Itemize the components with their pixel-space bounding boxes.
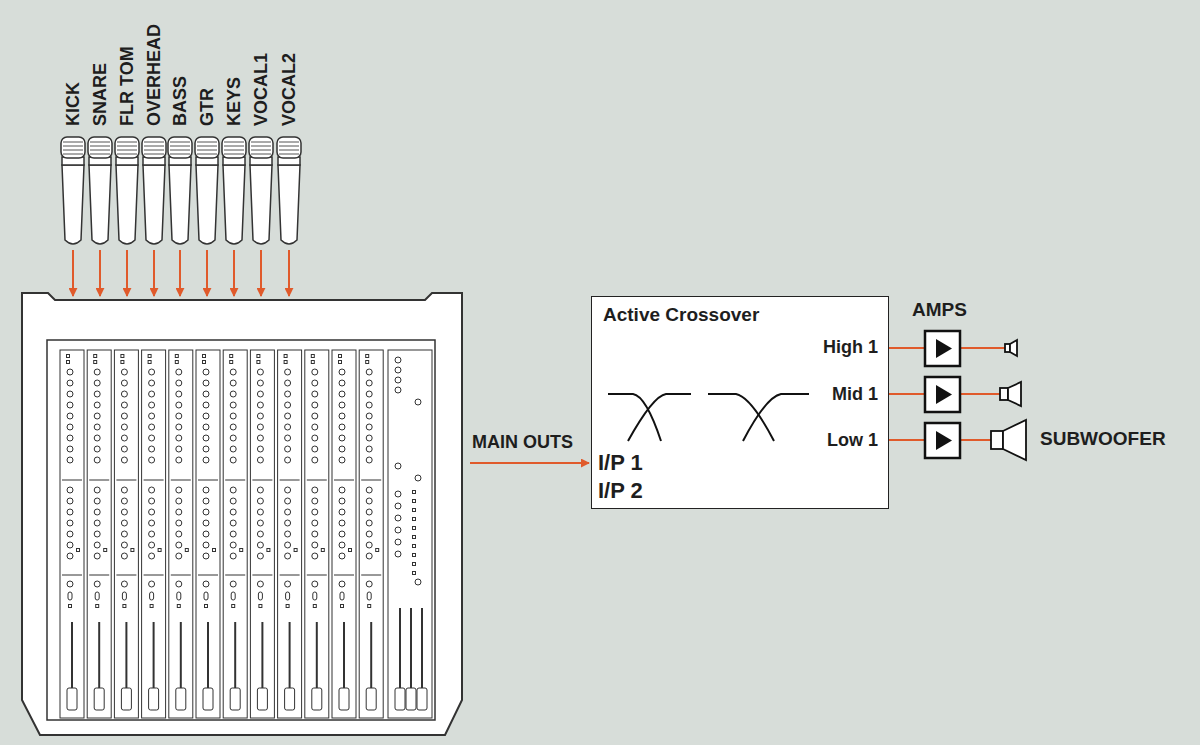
channel-label: GTR: [197, 88, 217, 126]
speaker-symbols: [991, 340, 1026, 460]
microphone: [168, 137, 192, 296]
microphone: [249, 137, 273, 296]
signal-label: MAIN OUTS: [472, 432, 573, 452]
main-out-arrow: [470, 462, 589, 464]
channel-label: VOCAL2: [279, 53, 299, 126]
output-name: Mid 1: [832, 384, 878, 405]
node-title: Active Crossover: [603, 304, 759, 326]
amplifier-triangles: [936, 339, 952, 450]
mixer-body: [22, 293, 462, 735]
channel-label: BASS: [170, 76, 190, 126]
microphones: [61, 137, 301, 296]
channel-label: SNARE: [90, 63, 110, 126]
microphone: [277, 137, 301, 296]
microphone: [115, 137, 139, 296]
microphone: [88, 137, 112, 296]
speaker-label: SUBWOOFER: [1040, 429, 1166, 449]
output-name: Low 1: [827, 430, 878, 451]
microphone: [61, 137, 85, 296]
section-label: AMPS: [912, 300, 967, 320]
output-name: High 1: [823, 337, 878, 358]
channel-label: KEYS: [224, 77, 244, 126]
input-name: I/P 2: [598, 478, 643, 503]
microphone: [222, 137, 246, 296]
microphone: [195, 137, 219, 296]
mixer-panel: [47, 340, 435, 720]
channel-label: KICK: [63, 82, 83, 126]
mixer-controls: [60, 350, 432, 718]
amplifier-symbols: [925, 331, 960, 458]
channel-label: OVERHEAD: [144, 24, 164, 126]
channel-label: VOCAL1: [251, 53, 271, 126]
input-name: I/P 1: [598, 450, 643, 475]
microphone: [142, 137, 166, 296]
channel-label: FLR TOM: [117, 46, 137, 126]
crossover-box: Active CrossoverHigh 1 Mid 1 Low 1 I/P 1 I/P…: [591, 296, 889, 509]
